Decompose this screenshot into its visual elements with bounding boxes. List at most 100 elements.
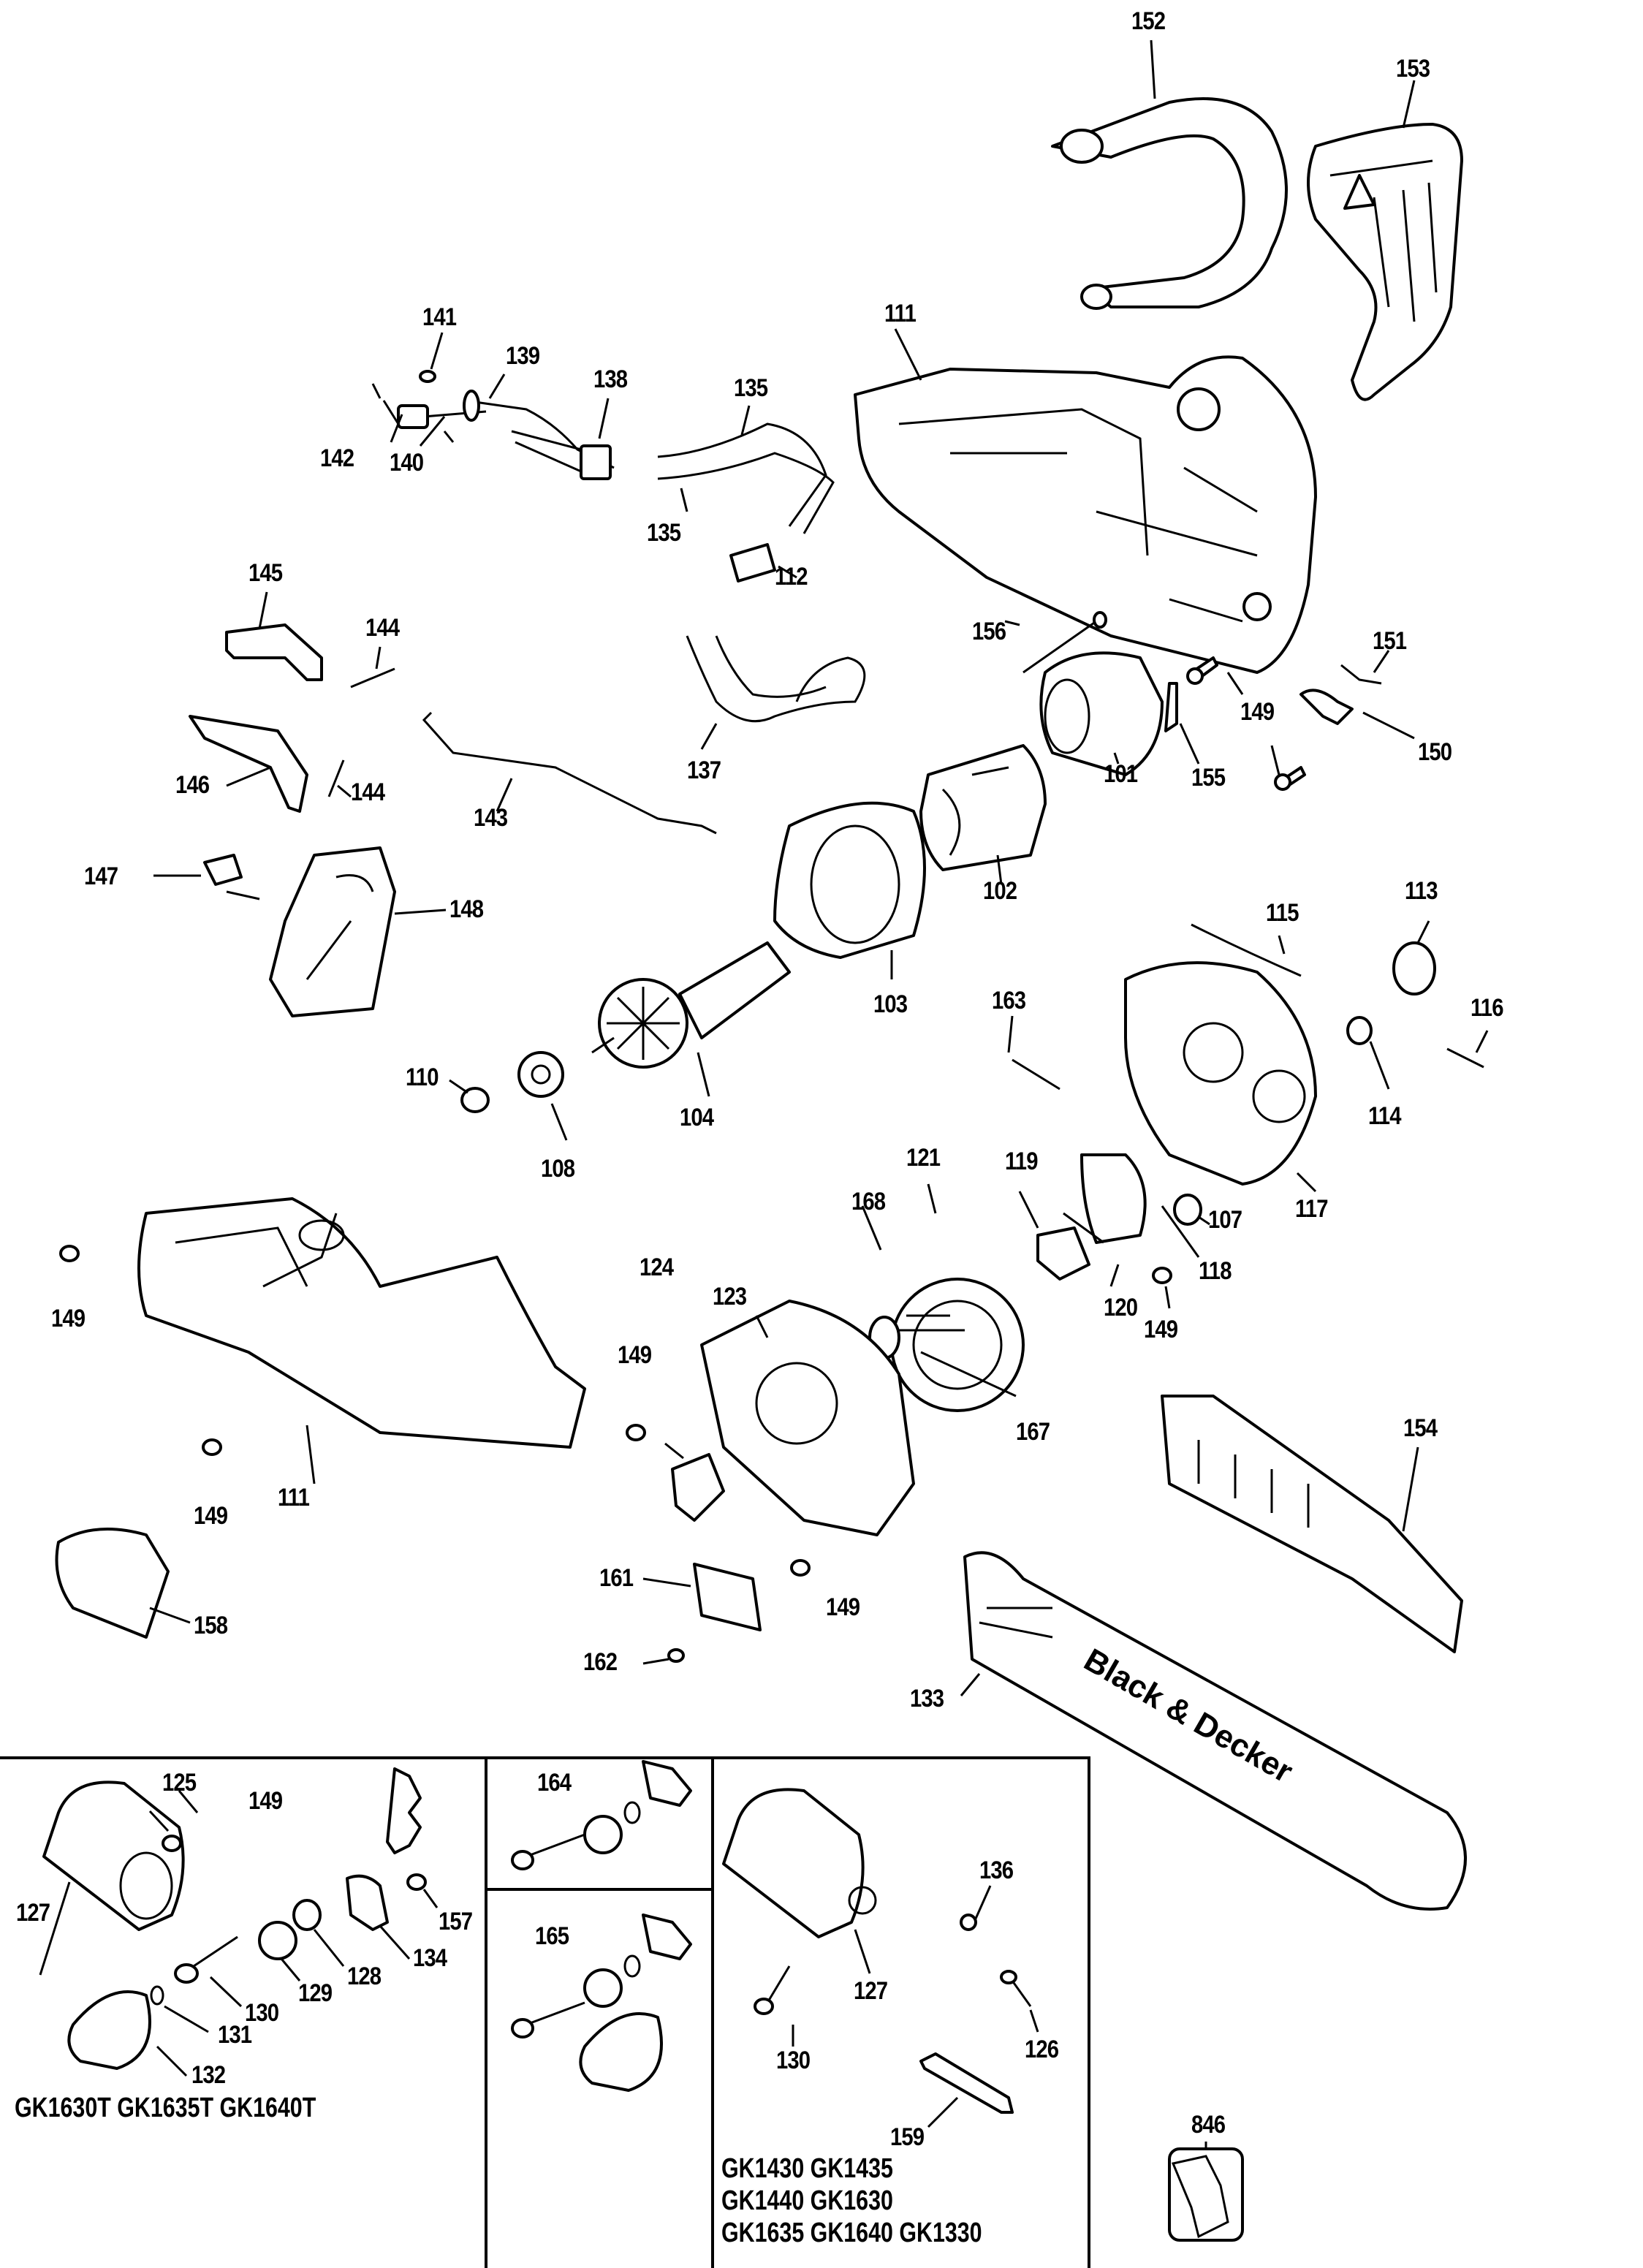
label-103: 103 — [873, 990, 908, 1018]
inset4-label-126: 126 — [1025, 2036, 1059, 2063]
label-117: 117 — [1295, 1195, 1328, 1223]
bar-scabbard-154[interactable] — [1161, 1395, 1463, 1653]
label-119: 119 — [1005, 1148, 1038, 1175]
inset1-parts[interactable] — [39, 1767, 439, 2077]
label-146: 146 — [175, 771, 210, 799]
hand-guard-153[interactable] — [1307, 80, 1463, 401]
label-155: 155 — [1191, 764, 1226, 792]
label-113: 113 — [1405, 877, 1438, 905]
label-114: 114 — [1368, 1102, 1401, 1130]
label-107: 107 — [1208, 1206, 1242, 1234]
label-116: 116 — [1471, 994, 1503, 1022]
inset4-models-line2: GK1440 GK1630 — [721, 2185, 893, 2216]
inset4-label-127: 127 — [854, 1977, 888, 2005]
label-141: 141 — [422, 303, 457, 331]
pinion-108[interactable] — [517, 1051, 568, 1141]
label-118: 118 — [1199, 1257, 1232, 1285]
inset1-models: GK1630T GK1635T GK1640T — [15, 2093, 316, 2123]
spare-parts-bag-icon — [1171, 2155, 1229, 2239]
inset4-label-136: 136 — [979, 1857, 1014, 1884]
label-137: 137 — [687, 756, 721, 784]
hanging-tag-158[interactable] — [55, 1528, 191, 1639]
oil-system[interactable] — [1007, 920, 1489, 1193]
label-149-b: 149 — [1144, 1316, 1178, 1343]
label-133: 133 — [910, 1685, 944, 1713]
label-168: 168 — [851, 1188, 886, 1215]
housing-right-111[interactable] — [854, 328, 1317, 674]
label-124: 124 — [640, 1254, 674, 1281]
label-123: 123 — [713, 1283, 747, 1311]
label-120: 120 — [1104, 1294, 1138, 1321]
label-152: 152 — [1131, 7, 1166, 35]
label-147: 147 — [84, 862, 118, 890]
inset3-label-165: 165 — [535, 1922, 569, 1950]
bar-plate-161[interactable] — [642, 1563, 762, 1665]
label-167: 167 — [1016, 1418, 1050, 1446]
inset5-label-846: 846 — [1191, 2111, 1226, 2139]
bearing-110[interactable] — [449, 1079, 490, 1113]
inset2-parts[interactable] — [511, 1760, 692, 1870]
inset4-parts[interactable] — [722, 1788, 1039, 2128]
label-154: 154 — [1403, 1414, 1438, 1442]
label-149-e: 149 — [194, 1502, 228, 1530]
label-156: 156 — [972, 618, 1006, 645]
label-149-d: 149 — [51, 1305, 86, 1332]
label-144: 144 — [365, 614, 400, 642]
inset1-label-125: 125 — [162, 1769, 197, 1797]
label-112: 112 — [775, 563, 808, 591]
label-149-c: 149 — [618, 1341, 652, 1369]
label-139: 139 — [506, 342, 540, 370]
label-104: 104 — [680, 1104, 714, 1131]
label-144-lower: 144 — [351, 778, 385, 806]
label-158: 158 — [194, 1612, 228, 1639]
label-140: 140 — [390, 449, 424, 477]
field-102[interactable] — [919, 744, 1047, 885]
label-150: 150 — [1418, 738, 1452, 766]
inset4-label-130: 130 — [776, 2047, 811, 2074]
inset-frame-1 — [0, 1756, 1090, 2268]
label-153: 153 — [1396, 55, 1430, 83]
label-135: 135 — [734, 374, 768, 402]
label-102: 102 — [983, 877, 1017, 905]
fan-baffle-103[interactable] — [773, 801, 926, 979]
switch-carrier-assembly[interactable] — [153, 846, 447, 1017]
inset1-label-128: 128 — [347, 1962, 382, 1990]
label-149-f: 149 — [826, 1593, 860, 1621]
inset2-label-164: 164 — [537, 1769, 572, 1797]
inset1-label-134: 134 — [413, 1944, 447, 1972]
drive-gear-assembly[interactable] — [626, 1153, 1210, 1577]
housing-left-111[interactable] — [137, 1197, 586, 1484]
spare-parts-bag-846[interactable] — [1168, 2142, 1244, 2242]
label-143: 143 — [474, 804, 508, 832]
power-cord-assembly[interactable] — [371, 332, 835, 583]
inset4-label-159: 159 — [890, 2123, 925, 2151]
inset1-label-130: 130 — [245, 1999, 279, 2027]
label-142: 142 — [320, 444, 354, 472]
label-148: 148 — [449, 895, 484, 923]
inset1-label-129: 129 — [298, 1979, 333, 2007]
label-121: 121 — [906, 1144, 941, 1172]
trigger-assembly[interactable] — [189, 591, 717, 835]
screw-149-left[interactable] — [59, 1245, 222, 1456]
inset4-models-line1: GK1430 GK1435 — [721, 2153, 893, 2184]
inset1-label-127: 127 — [16, 1899, 50, 1927]
label-151: 151 — [1373, 627, 1407, 655]
front-handle-152[interactable] — [1051, 39, 1288, 310]
inset1-label-132: 132 — [191, 2061, 226, 2089]
wire-harness-137[interactable] — [686, 635, 866, 750]
label-145: 145 — [248, 559, 283, 587]
motor-end-cap-assembly[interactable] — [1004, 611, 1415, 791]
inset3-parts[interactable] — [511, 1914, 692, 2092]
label-163: 163 — [992, 987, 1026, 1014]
label-111: 111 — [884, 300, 917, 327]
label-149: 149 — [1240, 698, 1275, 726]
inset4-models-line3: GK1635 GK1640 GK1330 — [721, 2218, 982, 2248]
label-108: 108 — [541, 1155, 575, 1183]
label-110: 110 — [406, 1063, 439, 1091]
label-162: 162 — [583, 1648, 618, 1676]
inset1-label-157: 157 — [439, 1908, 473, 1935]
armature-104[interactable] — [591, 941, 791, 1097]
label-101: 101 — [1104, 760, 1138, 788]
inset1-label-149: 149 — [248, 1787, 283, 1815]
